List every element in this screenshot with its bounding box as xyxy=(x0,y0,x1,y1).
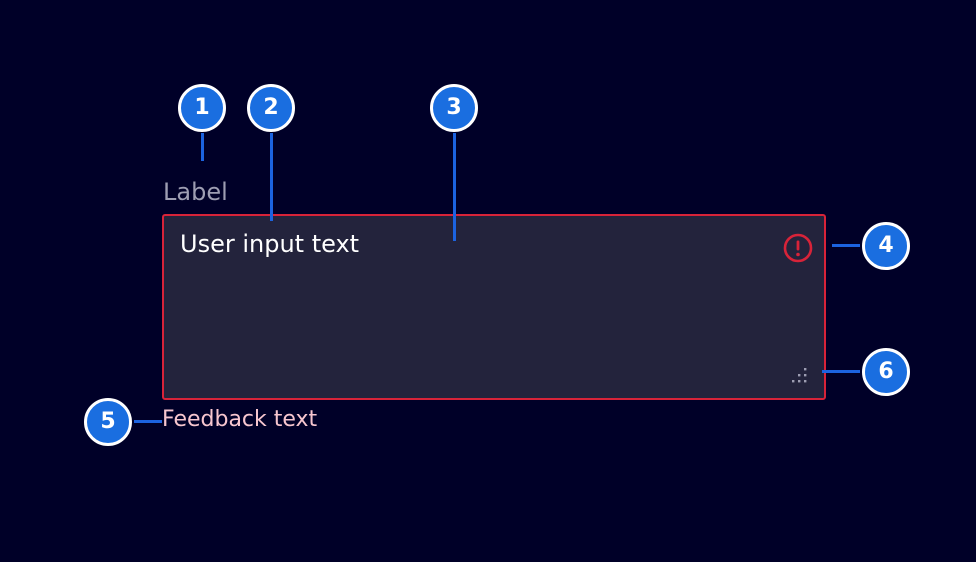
text-area[interactable]: User input text xyxy=(162,214,826,400)
callout-badge-6: 6 xyxy=(862,348,910,396)
field-label: Label xyxy=(163,178,228,206)
callout-badge-2: 2 xyxy=(247,84,295,132)
callout-badge-5: 5 xyxy=(84,398,132,446)
callout-5-leader xyxy=(134,420,162,423)
callout-badge-3: 3 xyxy=(430,84,478,132)
feedback-text: Feedback text xyxy=(162,407,318,432)
callout-1-leader xyxy=(201,133,204,161)
callout-badge-4: 4 xyxy=(862,222,910,270)
callout-4-leader xyxy=(832,244,860,247)
callout-3-leader xyxy=(453,133,456,241)
callout-badge-1: 1 xyxy=(178,84,226,132)
exclamation-circle-icon xyxy=(783,233,813,263)
callout-2-leader xyxy=(270,133,273,221)
callout-6-leader xyxy=(822,370,860,373)
resize-grip-icon[interactable] xyxy=(790,366,808,384)
input-value: User input text xyxy=(180,230,360,258)
